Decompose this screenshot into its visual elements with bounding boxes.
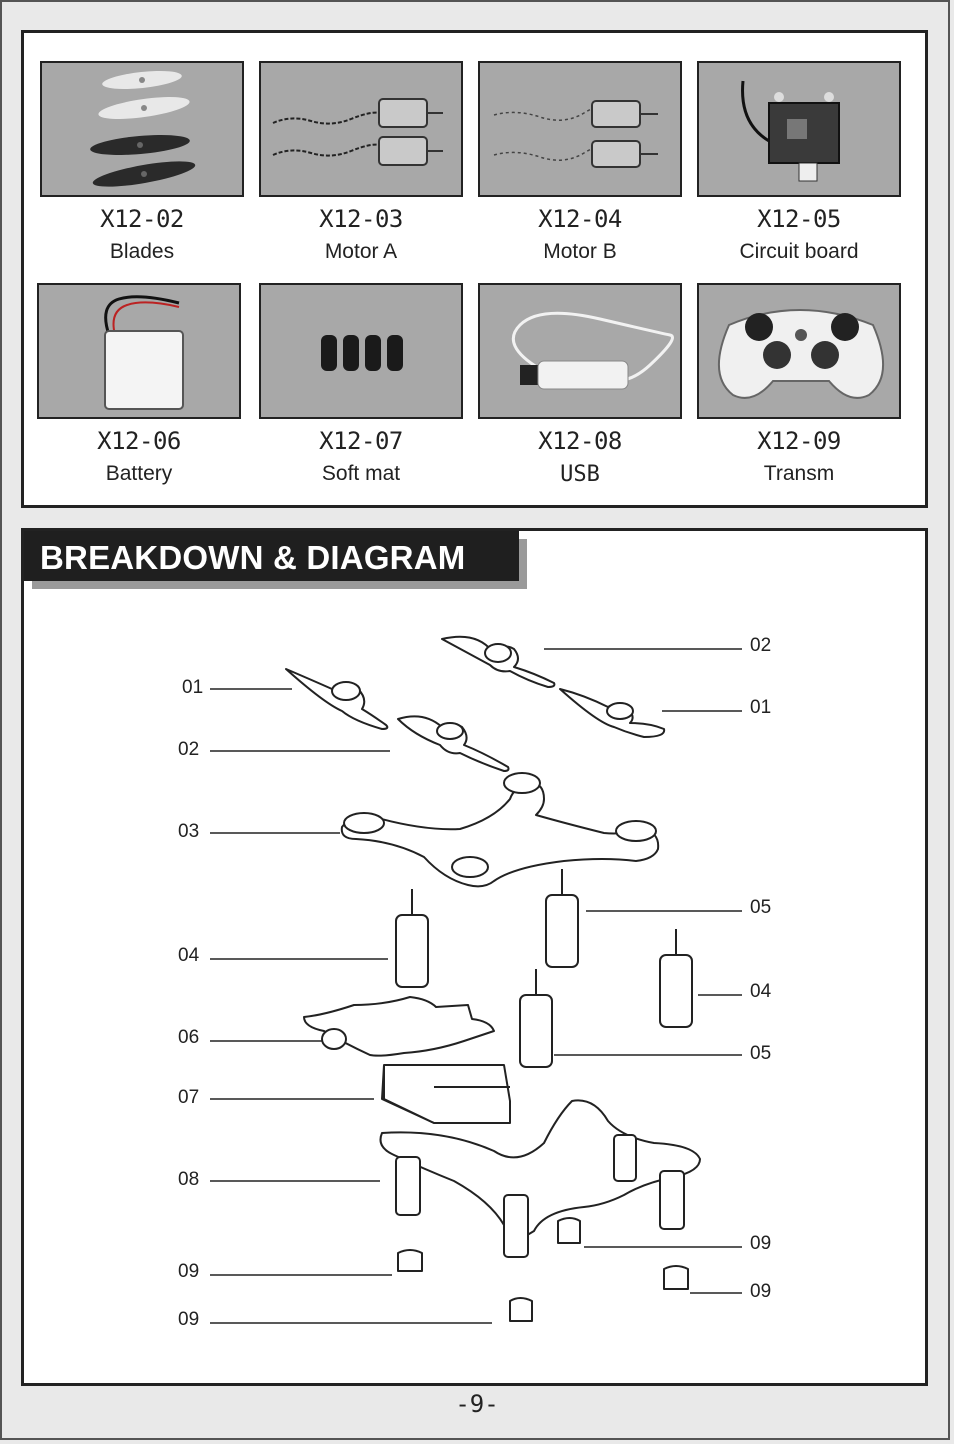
part-card: X12-05 Circuit board: [697, 61, 901, 264]
motor-05-bottom: [519, 969, 553, 1068]
callout-label: 04: [750, 981, 772, 1002]
screws: [397, 1217, 689, 1322]
part-name: Battery: [105, 462, 173, 485]
part-card: X12-09 Transm: [697, 283, 901, 486]
part-card: X12-04 Motor B: [478, 61, 682, 264]
part-name: Blades: [109, 240, 175, 263]
part-card: X12-06 Battery: [37, 283, 241, 486]
part-card: X12-03 Motor A: [259, 61, 463, 264]
part-code: X12-04: [538, 205, 622, 233]
callout-label: 07: [178, 1087, 200, 1108]
circuit-board: [303, 996, 495, 1057]
propeller-01-left: [285, 668, 389, 730]
battery-block: [381, 1064, 511, 1124]
callout-label: 03: [178, 821, 200, 842]
battery-photo: [37, 283, 241, 419]
callout-label: 01: [750, 697, 772, 718]
blades-photo: [40, 61, 244, 197]
top-cover: [340, 772, 660, 888]
callout-label: 01: [182, 677, 204, 698]
callout-label: 05: [750, 1043, 772, 1064]
part-code: X12-08: [538, 427, 622, 455]
callout-label: 04: [178, 945, 200, 966]
part-name: Circuit board: [739, 240, 859, 263]
callout-label: 08: [178, 1169, 200, 1190]
part-name: Transm: [763, 462, 835, 485]
motor-04-left: [395, 889, 429, 988]
callout-label: 09: [178, 1309, 200, 1330]
part-code: X12-06: [97, 427, 181, 455]
part-name: Motor A: [324, 240, 398, 263]
part-code: X12-03: [319, 205, 403, 233]
part-card: X12-08 USB: [478, 283, 682, 487]
callout-label: 05: [750, 897, 772, 918]
part-code: X12-05: [757, 205, 841, 233]
callout-label: 02: [750, 635, 772, 656]
spare-parts-panel: X12-02 Blades X12-03 Motor A: [21, 30, 928, 508]
part-card: X12-02 Blades: [40, 61, 244, 264]
callout-label: 09: [750, 1233, 772, 1254]
part-code: X12-09: [757, 427, 841, 455]
section-title: BREAKDOWN & DIAGRAM: [40, 539, 466, 576]
callout-label: 09: [750, 1281, 772, 1302]
part-name: USB: [560, 462, 600, 487]
exploded-view-drawing: [210, 635, 742, 1324]
callout-label: 09: [178, 1261, 200, 1282]
part-code: X12-07: [319, 427, 403, 455]
part-code: X12-02: [100, 205, 184, 233]
motor-04-right: [659, 929, 693, 1028]
transmitter-photo: [697, 283, 901, 419]
callout-label: 02: [178, 739, 200, 760]
part-name: Soft mat: [321, 462, 401, 485]
propeller-01-right: [559, 688, 666, 738]
motor-a-photo: [259, 61, 463, 197]
part-name: Motor B: [543, 240, 617, 263]
motor-05-top: [545, 869, 579, 968]
soft-mat-photo: [259, 283, 463, 419]
propeller-02-top: [441, 635, 556, 688]
callout-label: 06: [178, 1027, 200, 1048]
propeller-02-left: [397, 715, 510, 772]
motor-b-photo: [478, 61, 682, 197]
usb-cable-photo: [478, 283, 682, 419]
circuit-board-photo: [697, 61, 901, 197]
section-title-bar: BREAKDOWN & DIAGRAM: [24, 531, 519, 581]
breakdown-diagram-panel: BREAKDOWN & DIAGRAM: [21, 528, 928, 1386]
page-number: -9-: [455, 1390, 499, 1418]
bottom-frame: [379, 1099, 701, 1258]
part-card: X12-07 Soft mat: [259, 283, 463, 486]
